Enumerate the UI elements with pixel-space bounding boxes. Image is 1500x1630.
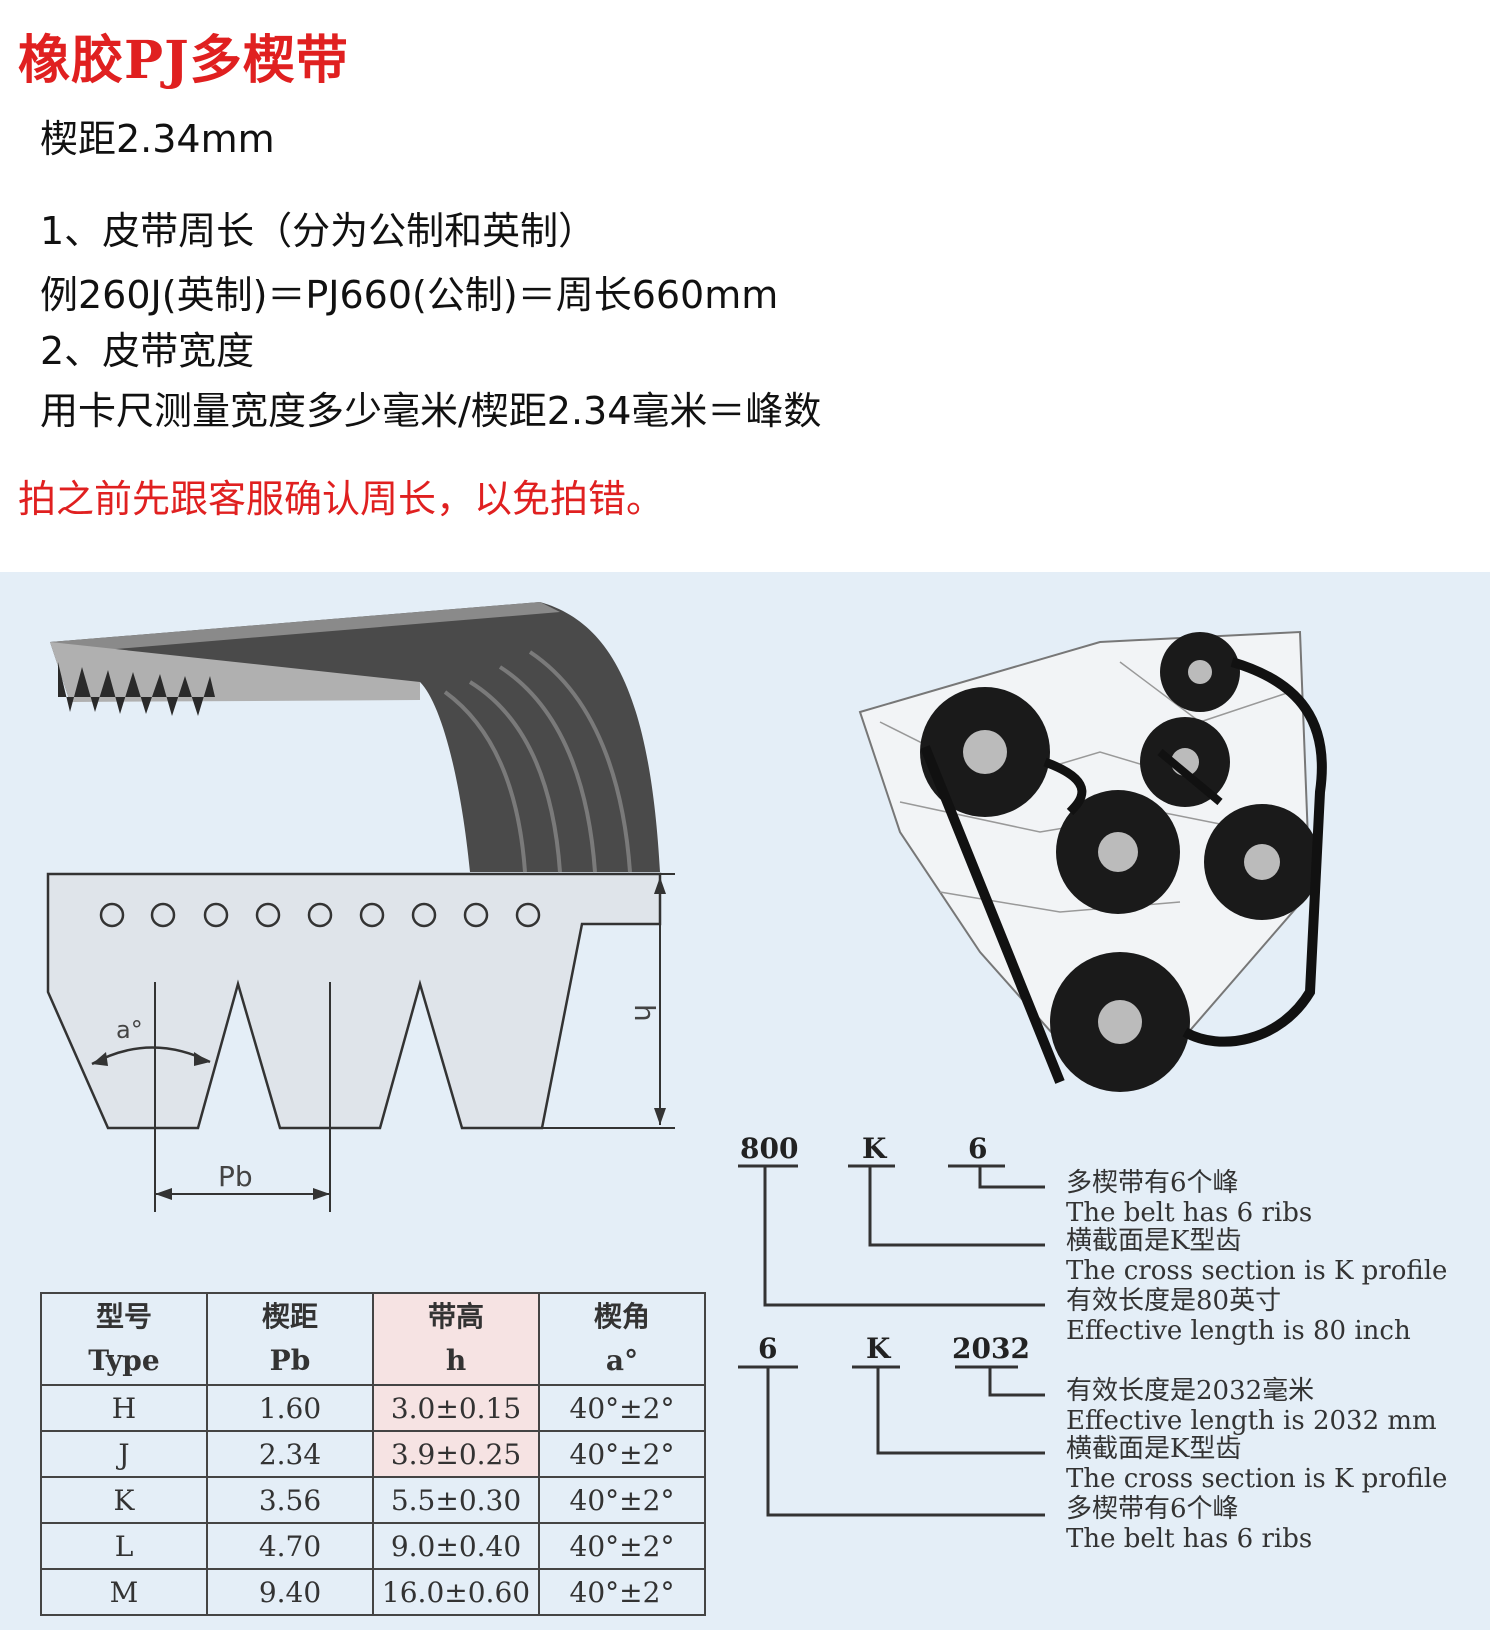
belt-3d-image xyxy=(50,602,660,873)
cell-angle: 40°±2° xyxy=(538,1430,706,1478)
table-row: L 4.70 9.0±0.40 40°±2° xyxy=(40,1522,706,1570)
cell-height: 3.0±0.15 xyxy=(372,1384,540,1432)
code-6-2: 6 xyxy=(758,1332,778,1365)
table-row: J 2.34 3.9±0.25 40°±2° xyxy=(40,1430,706,1478)
cell-height: 5.5±0.30 xyxy=(372,1476,540,1524)
cell-pitch: 4.70 xyxy=(206,1522,374,1570)
code-k-1: K xyxy=(862,1132,887,1165)
cell-angle: 40°±2° xyxy=(538,1476,706,1524)
angle-label: a° xyxy=(116,1016,143,1044)
cell-pitch: 3.56 xyxy=(206,1476,374,1524)
pitch-label: Pb xyxy=(218,1160,253,1193)
cell-pitch: 9.40 xyxy=(206,1568,374,1616)
table-row: H 1.60 3.0±0.15 40°±2° xyxy=(40,1384,706,1432)
page-title: 橡胶PJ多楔带 xyxy=(18,30,349,91)
cell-angle: 40°±2° xyxy=(538,1384,706,1432)
warning-note: 拍之前先跟客服确认周长，以免拍错。 xyxy=(18,477,665,521)
pitch-text: 楔距2.34mm xyxy=(40,117,275,161)
cross-section-diagram: a° Pb h xyxy=(46,872,675,1212)
height-label: h xyxy=(628,1004,661,1022)
code-800: 800 xyxy=(740,1132,799,1165)
item-1-text: 1、皮带周长（分为公制和英制） xyxy=(40,209,597,253)
cell-angle: 40°±2° xyxy=(538,1568,706,1616)
cell-type: J xyxy=(40,1430,208,1478)
cell-type: K xyxy=(40,1476,208,1524)
cell-height: 3.9±0.25 xyxy=(372,1430,540,1478)
table-row: K 3.56 5.5±0.30 40°±2° xyxy=(40,1476,706,1524)
cell-type: L xyxy=(40,1522,208,1570)
code-k-2: K xyxy=(866,1332,891,1365)
cell-angle: 40°±2° xyxy=(538,1522,706,1570)
code-2032: 2032 xyxy=(952,1332,1030,1365)
code-connectors-1 xyxy=(738,1164,1045,1307)
cell-pitch: 1.60 xyxy=(206,1384,374,1432)
code-connectors-2 xyxy=(738,1365,1045,1517)
cell-type: M xyxy=(40,1568,208,1616)
belt-illustrations: a° Pb h xyxy=(46,602,1327,1517)
formula-text: 用卡尺测量宽度多少毫米/楔距2.34毫米＝峰数 xyxy=(40,389,822,433)
cell-height: 16.0±0.60 xyxy=(372,1568,540,1616)
item-2-text: 2、皮带宽度 xyxy=(40,329,255,373)
cell-type: H xyxy=(40,1384,208,1432)
code-6-1: 6 xyxy=(968,1132,988,1165)
table-row: M 9.40 16.0±0.60 40°±2° xyxy=(40,1568,706,1616)
cell-pitch: 2.34 xyxy=(206,1430,374,1478)
cell-height: 9.0±0.40 xyxy=(372,1522,540,1570)
engine-pulley-image xyxy=(858,630,1327,1092)
example-text: 例260J(英制)＝PJ660(公制)＝周长660mm xyxy=(40,273,779,317)
